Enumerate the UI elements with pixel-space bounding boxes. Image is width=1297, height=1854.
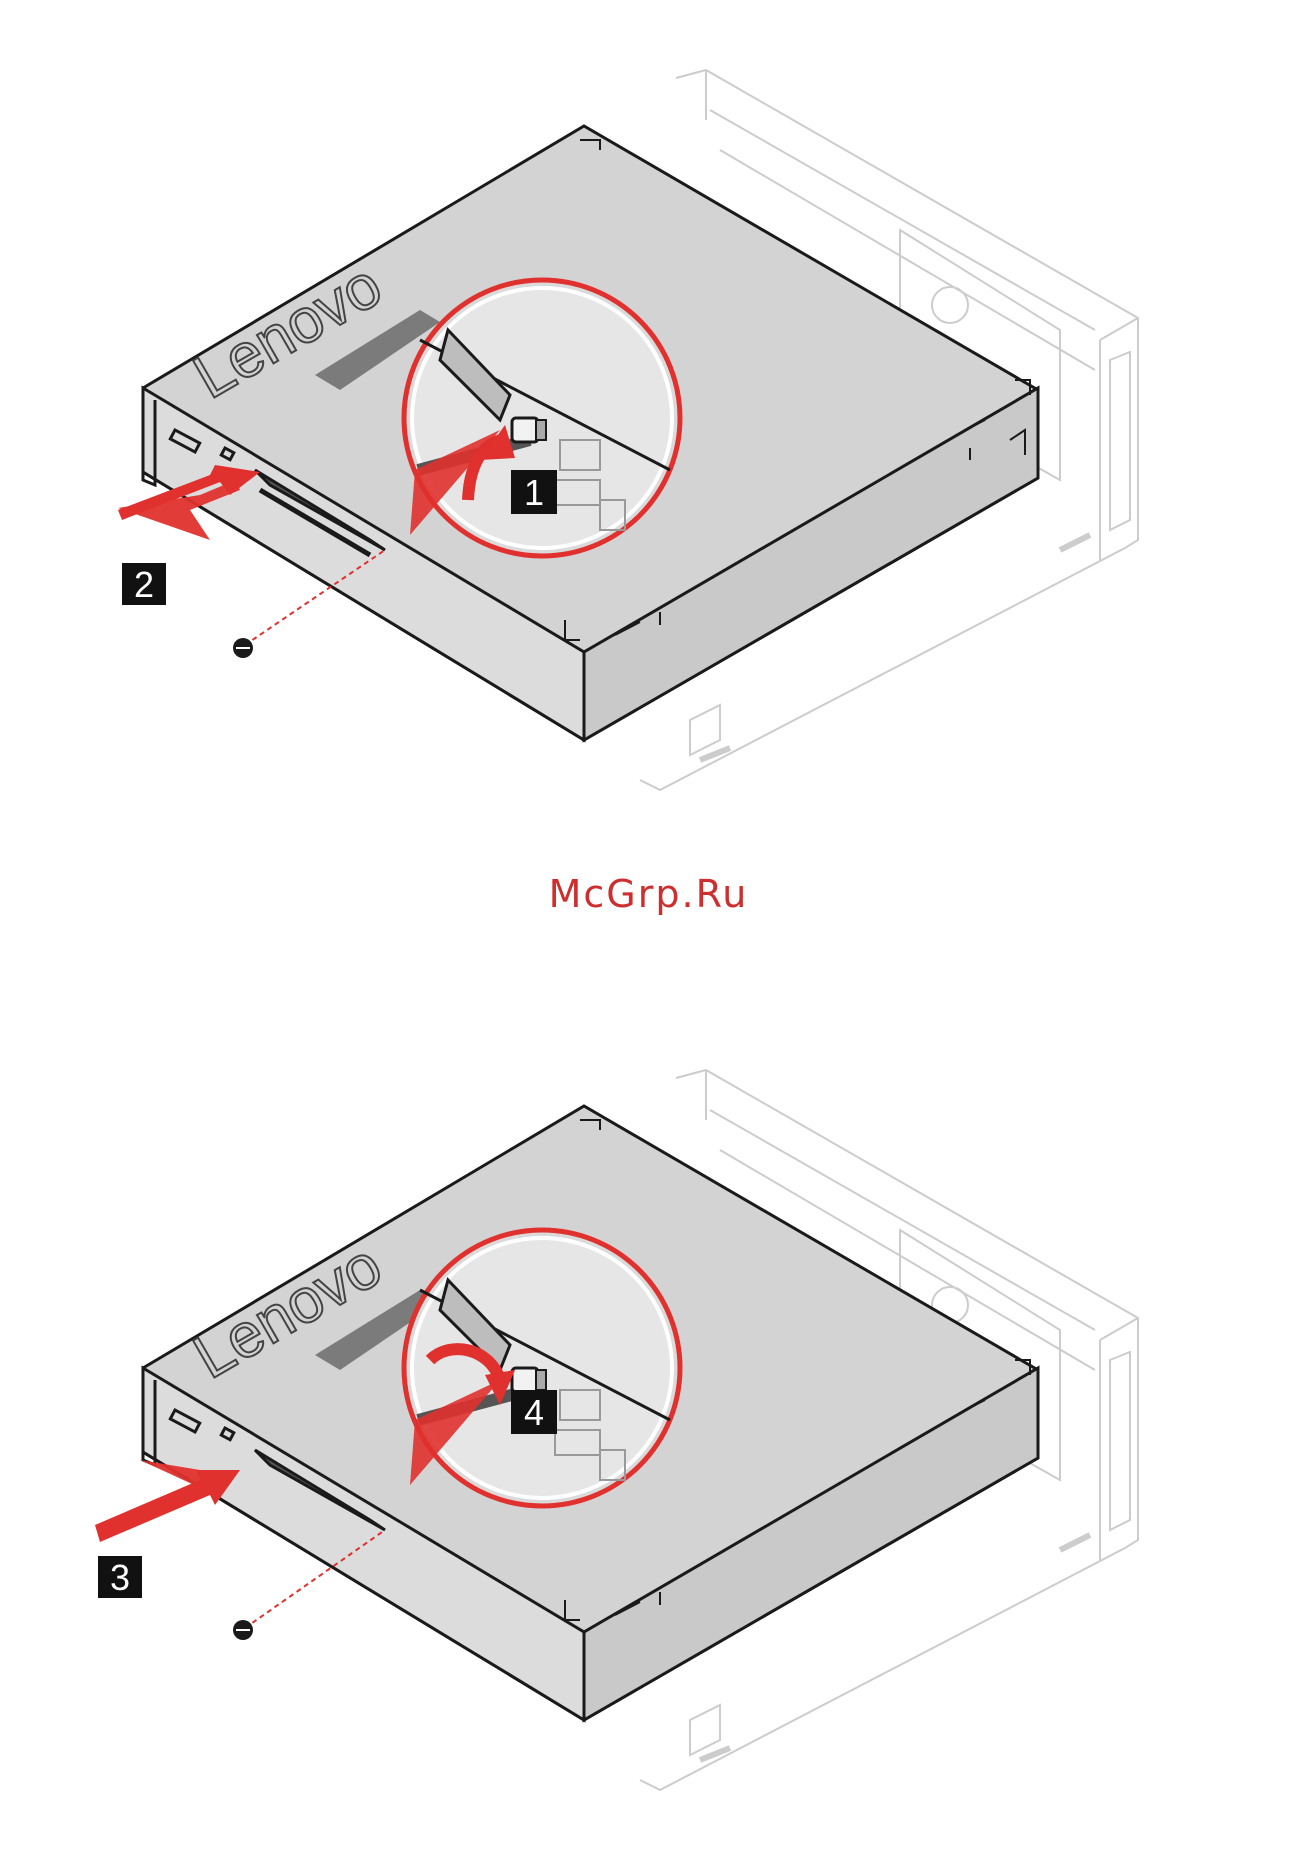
step-badge-4: 4 — [511, 1390, 557, 1434]
thumbscrew-icon — [512, 418, 546, 442]
figure-install-cover: Lenovo — [0, 1030, 1297, 1854]
cover-illustration-top: Lenovo — [0, 0, 1297, 820]
screw-icon — [233, 1620, 253, 1640]
step-badge-3: 3 — [98, 1556, 142, 1598]
svg-text:4: 4 — [524, 1392, 544, 1433]
svg-text:2: 2 — [134, 564, 154, 605]
screw-icon — [233, 638, 253, 658]
cover-illustration-bottom: Lenovo — [0, 1030, 1297, 1854]
figure-remove-cover: Lenovo — [0, 0, 1297, 820]
step-badge-2: 2 — [122, 563, 166, 605]
detail-callout — [404, 1230, 680, 1506]
thumbscrew-icon — [512, 1368, 546, 1392]
watermark-text: McGrp.Ru — [0, 872, 1297, 916]
svg-text:1: 1 — [524, 472, 544, 513]
svg-text:3: 3 — [110, 1557, 130, 1598]
detail-callout — [404, 280, 680, 556]
step-badge-1: 1 — [511, 470, 557, 514]
